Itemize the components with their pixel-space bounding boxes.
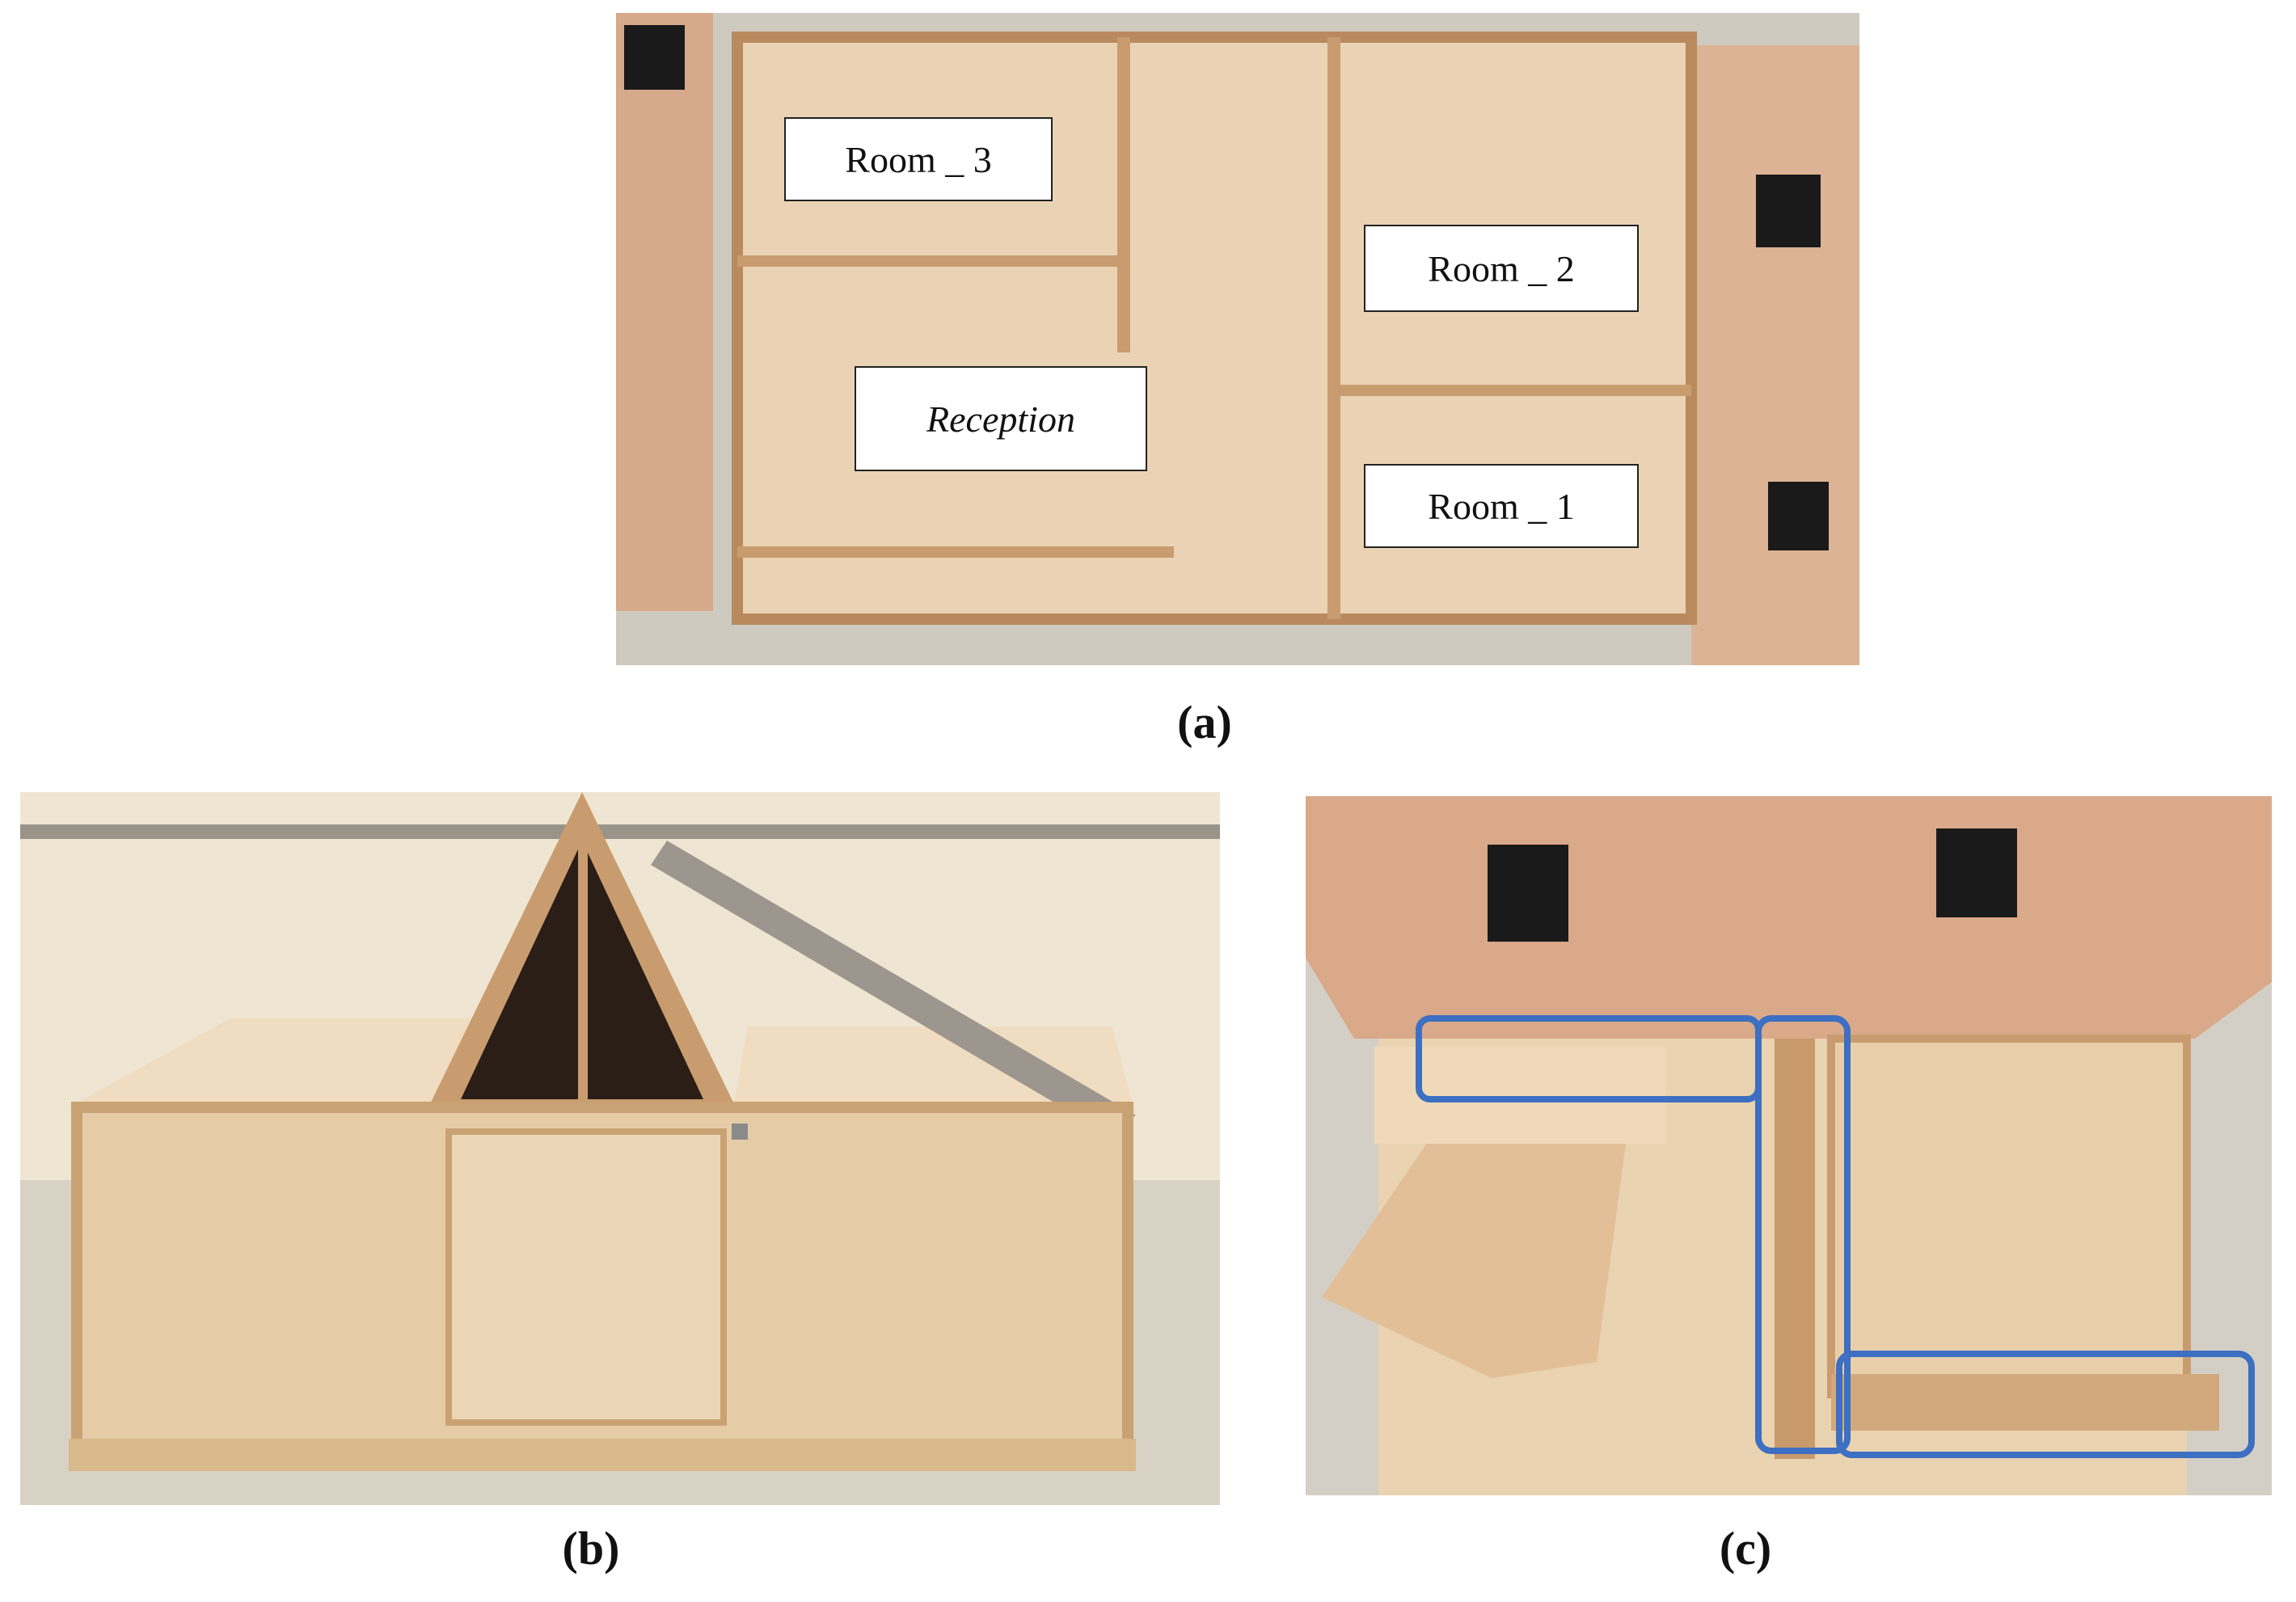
room-3-label: Room _ 3 [784,117,1053,201]
front-view-photo [20,792,1220,1505]
room-1-label: Room _ 1 [1364,464,1639,548]
caption-a: (a) [1177,696,1232,748]
photo-panel-a: Room _ 3 Room _ 2 Reception Room _ 1 [616,13,1859,665]
fan-icon [1768,482,1829,550]
interior-view-photo [1306,796,2272,1495]
fan-icon [1488,845,1568,942]
reception-label: Reception [855,366,1147,471]
fan-icon [624,25,685,90]
floor-plan-photo [616,13,1859,665]
fan-icon [1936,828,2017,917]
highlight-box-vertical [1755,1015,1851,1454]
highlight-box-bottom [1836,1351,2255,1458]
photo-panel-b [20,792,1220,1505]
room-2-label: Room _ 2 [1364,225,1639,312]
caption-c: (c) [1719,1522,1772,1575]
photo-panel-c [1306,796,2272,1495]
caption-b: (b) [562,1522,620,1575]
fan-icon [1756,175,1821,247]
